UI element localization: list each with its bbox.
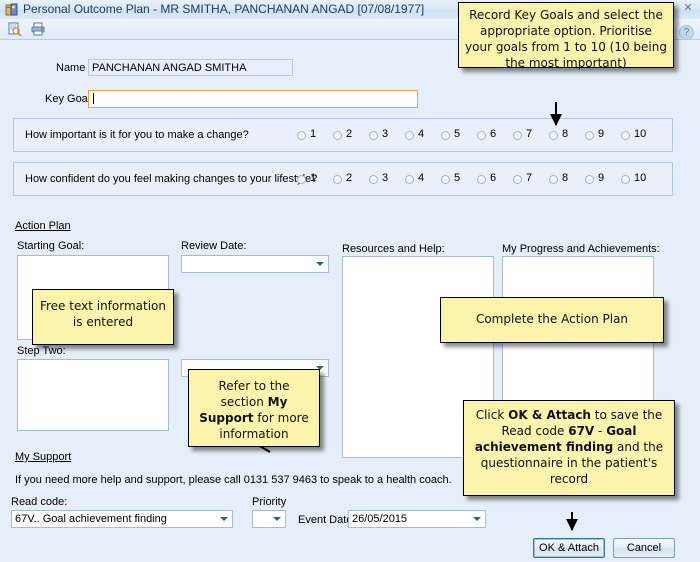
chevron-down-icon — [473, 517, 481, 521]
importance-radio-10[interactable] — [621, 131, 630, 140]
my-support-text: If you need more help and support, pleas… — [15, 474, 452, 486]
help-icon[interactable]: ? — [679, 25, 694, 40]
callout-complete-action-plan: Complete the Action Plan — [440, 297, 664, 343]
confidence-label-3: 3 — [382, 172, 389, 184]
ok-attach-p1: Click — [475, 408, 509, 422]
importance-scale: 1 2 3 4 5 6 7 8 9 10 — [297, 128, 667, 143]
my-support-header: My Support — [15, 451, 72, 463]
confidence-radio-10[interactable] — [621, 175, 630, 184]
progress-label: My Progress and Achievements: — [502, 243, 660, 255]
importance-label-2: 2 — [346, 128, 353, 140]
event-date-combo[interactable]: 26/05/2015 — [348, 510, 486, 528]
confidence-label-9: 9 — [598, 172, 605, 184]
priority-label: Priority — [252, 496, 287, 508]
importance-label-6: 6 — [490, 128, 497, 140]
importance-radio-1[interactable] — [297, 131, 306, 140]
key-goal-label: Key Goal — [45, 93, 91, 105]
confidence-label-1: 1 — [310, 172, 317, 184]
name-field[interactable]: PANCHANAN ANGAD SMITHA — [88, 59, 293, 76]
callout-refer-support: Refer to the section My Support for more… — [188, 369, 320, 447]
ok-attach-p3: - — [594, 424, 607, 438]
ok-attach-p2: to save the Read code — [501, 408, 663, 438]
refer-support-post: for more information — [219, 411, 309, 441]
app-icon — [5, 3, 19, 17]
importance-radio-6[interactable] — [477, 131, 486, 140]
cancel-button[interactable]: Cancel — [613, 538, 675, 558]
ok-attach-p4: and the questionnaire in the patient's r… — [480, 440, 664, 486]
ok-attach-b3: Goal achievement finding — [474, 424, 637, 454]
confidence-question: How confident do you feel making changes… — [25, 173, 318, 185]
importance-radio-5[interactable] — [441, 131, 450, 140]
importance-label-3: 3 — [382, 128, 389, 140]
confidence-label-4: 4 — [418, 172, 425, 184]
review-date-combo[interactable] — [181, 255, 329, 273]
confidence-radio-4[interactable] — [405, 175, 414, 184]
importance-radio-2[interactable] — [333, 131, 342, 140]
resources-label: Resources and Help: — [342, 243, 445, 255]
event-date-value: 26/05/2015 — [352, 513, 408, 525]
importance-label-7: 7 — [526, 128, 533, 140]
confidence-label-5: 5 — [454, 172, 461, 184]
refer-support-bold: My Support — [199, 395, 288, 425]
printer-icon[interactable] — [30, 22, 46, 36]
confidence-radio-9[interactable] — [585, 175, 594, 184]
callout-key-goals: Record Key Goals and select the appropri… — [458, 2, 674, 70]
action-plan-header: Action Plan — [15, 220, 71, 232]
importance-question: How important is it for you to make a ch… — [25, 129, 249, 141]
importance-radio-3[interactable] — [369, 131, 378, 140]
close-icon[interactable]: ✕ — [683, 2, 693, 14]
chevron-down-icon — [220, 517, 228, 521]
confidence-radio-8[interactable] — [549, 175, 558, 184]
confidence-label-6: 6 — [490, 172, 497, 184]
callout-ok-attach: Click OK & Attach to save the Read code … — [463, 400, 675, 496]
importance-label-8: 8 — [562, 128, 569, 140]
importance-label-1: 1 — [310, 128, 317, 140]
starting-goal-label: Starting Goal: — [17, 240, 85, 252]
document-preview-icon[interactable] — [7, 22, 23, 37]
step-two-label: Step Two: — [17, 345, 66, 357]
importance-group: How important is it for you to make a ch… — [13, 118, 673, 152]
confidence-radio-7[interactable] — [513, 175, 522, 184]
chevron-down-icon — [316, 366, 324, 370]
confidence-label-2: 2 — [346, 172, 353, 184]
confidence-group: How confident do you feel making changes… — [13, 162, 673, 196]
confidence-label-10: 10 — [634, 172, 647, 184]
importance-label-5: 5 — [454, 128, 461, 140]
text-caret — [93, 93, 94, 104]
chevron-down-icon — [273, 517, 281, 521]
importance-label-4: 4 — [418, 128, 425, 140]
importance-radio-4[interactable] — [405, 131, 414, 140]
refer-support-pre: Refer to the section — [218, 379, 290, 409]
step-two-textarea[interactable] — [17, 359, 169, 431]
confidence-label-8: 8 — [562, 172, 569, 184]
confidence-radio-3[interactable] — [369, 175, 378, 184]
callout-free-text: Free text information is entered — [32, 289, 174, 345]
key-goal-input[interactable] — [88, 90, 418, 108]
name-label: Name — [56, 62, 86, 74]
confidence-radio-6[interactable] — [477, 175, 486, 184]
ok-attach-b2: 67V — [568, 424, 595, 438]
importance-label-9: 9 — [598, 128, 605, 140]
read-code-value: 67V.. Goal achievement finding — [15, 513, 167, 525]
confidence-scale: 1 2 3 4 5 6 7 8 9 10 — [297, 172, 667, 187]
chevron-down-icon — [316, 262, 324, 266]
read-code-label: Read code: — [11, 496, 68, 508]
confidence-radio-5[interactable] — [441, 175, 450, 184]
ok-attach-button[interactable]: OK & Attach — [533, 538, 605, 558]
importance-radio-8[interactable] — [549, 131, 558, 140]
window-title: Personal Outcome Plan - MR SMITHA, PANCH… — [23, 2, 425, 16]
ok-attach-b1: OK & Attach — [508, 408, 591, 422]
review-date-label: Review Date: — [181, 240, 247, 252]
importance-radio-7[interactable] — [513, 131, 522, 140]
confidence-label-7: 7 — [526, 172, 533, 184]
importance-label-10: 10 — [634, 128, 647, 140]
confidence-radio-2[interactable] — [333, 175, 342, 184]
event-date-label: Event Date — [298, 514, 353, 526]
priority-combo[interactable] — [252, 510, 286, 528]
read-code-combo[interactable]: 67V.. Goal achievement finding — [11, 510, 233, 528]
confidence-radio-1[interactable] — [297, 175, 306, 184]
importance-radio-9[interactable] — [585, 131, 594, 140]
